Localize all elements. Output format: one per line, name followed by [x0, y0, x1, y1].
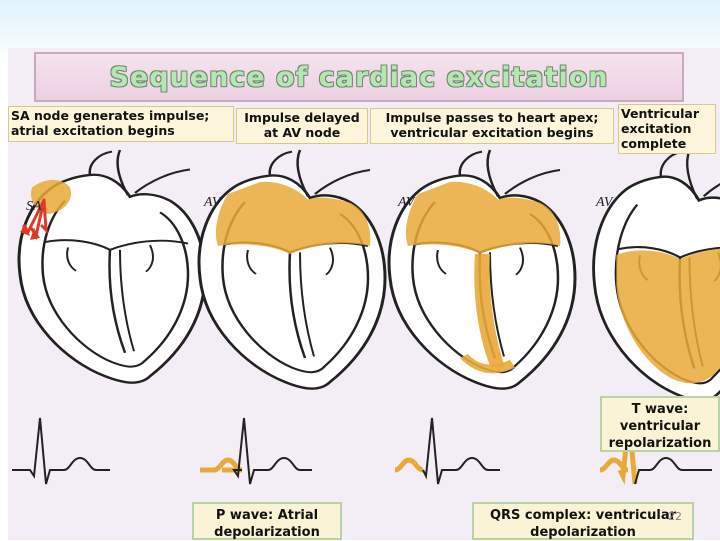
stage-label-sa-node: SA node generates impulse; atrial excita…: [8, 106, 234, 142]
stage-label-apex: Impulse passes to heart apex; ventricula…: [370, 108, 614, 144]
t-wave-label: T wave: ventricular repolarization: [600, 396, 720, 452]
ecg-trace-2: [200, 418, 312, 484]
stage-label-ventricular-complete: Ventricular excitation complete: [618, 104, 716, 154]
qrs-complex-label: QRS complex: ventricular depolarization: [472, 502, 694, 540]
page-number: 22: [668, 510, 682, 523]
heart-stage-1: [19, 150, 205, 383]
av-node-label-4: AV: [595, 195, 614, 210]
stage-label-av-delay: Impulse delayed at AV node: [236, 108, 368, 144]
heart-stage-2: [199, 150, 385, 389]
p-wave-label: P wave: Atrial depolarization: [192, 502, 342, 540]
sa-node-label: SA: [26, 199, 42, 214]
av-node-label-3: AV: [397, 195, 416, 210]
heart-stage-3: [389, 150, 575, 389]
heart-stage-4: [594, 150, 720, 401]
av-node-label-2: AV: [203, 195, 222, 210]
ecg-trace-3: [395, 418, 500, 484]
atria-excitation: [216, 182, 370, 254]
ecg-trace-1: [12, 418, 110, 484]
